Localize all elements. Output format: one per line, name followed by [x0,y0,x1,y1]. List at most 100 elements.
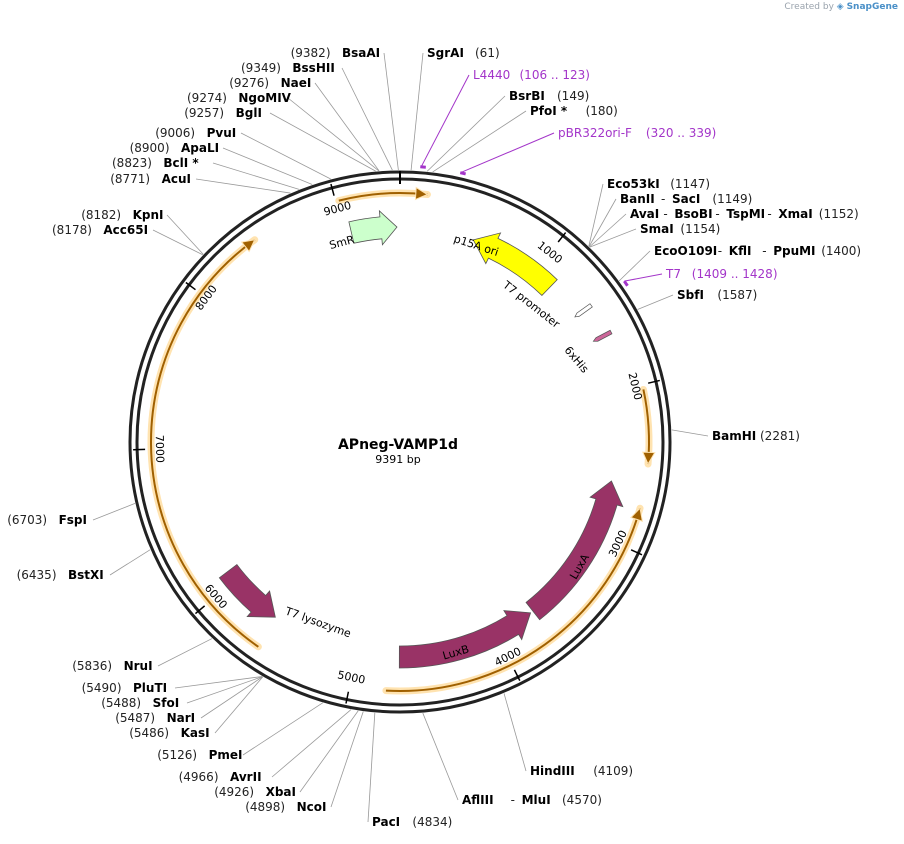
enzyme-site-label: (5490)PluTI [82,681,168,695]
enzyme-site-label: (6703)FspI [7,513,87,527]
enzyme-site-label: SbfI(1587) [677,288,757,302]
enzyme-name: ApaLI [181,141,219,155]
enzyme-site-label: (8182)KpnI [81,208,163,222]
enzyme-name: NaeI [281,76,312,90]
enzyme-position: (4926) [214,785,254,799]
enzyme-leader-line [368,713,375,822]
svg-text:AvaI-BsoBI-TspMI-XmaI(1152): AvaI-BsoBI-TspMI-XmaI(1152) [630,207,859,221]
primer-label: pBR322ori-F(320 .. 339) [558,126,716,140]
feature-label-t7-lysozyme: T7 lysozyme [283,604,353,640]
svg-text:(5836)NruI: (5836)NruI [72,659,152,673]
enzyme-position: (6435) [17,568,57,582]
enzyme-name: PpuMI [773,244,815,258]
primer-position: (106 .. 123) [520,68,590,82]
enzyme-leader-line [672,430,708,436]
enzyme-site-label: EcoO109I-KflI-PpuMI(1400) [654,244,861,258]
svg-text:(4898)NcoI: (4898)NcoI [245,800,326,814]
enzyme-name: BglI [236,106,262,120]
enzyme-name: XmaI [778,207,812,221]
svg-text:(5488)SfoI: (5488) SfoI [101,696,179,710]
enzyme-name: BclI * [163,156,199,170]
enzyme-name: Acc65I [103,223,148,237]
enzyme-leader-line [288,98,379,171]
enzyme-name: AvaI [630,207,659,221]
enzyme-position: (180) [586,104,618,118]
enzyme-site-label: PfoI *(180) [530,104,618,118]
enzyme-leader-line [153,230,203,255]
svg-text:AflIII-MluI(4570): AflIII-MluI(4570) [462,793,602,807]
enzyme-site-label: (5488) SfoI [101,696,179,710]
plasmid-name: APneg-VAMP1d [338,437,458,453]
enzyme-name: AcuI [162,172,191,186]
enzyme-site-label: (5486)KasI [129,726,209,740]
primer-name: L4440 [473,68,510,82]
enzyme-leader-line [158,639,212,666]
enzyme-leader-line [433,111,526,172]
enzyme-site-label: (9382)BsaAI [291,46,381,60]
enzyme-leader-line [243,703,323,755]
enzyme-position: (8771) [110,172,150,186]
enzyme-site-label: (8178)Acc65I [52,223,148,237]
enzyme-name: PluTI [133,681,167,695]
enzyme-position: (4898) [245,800,285,814]
enzyme-name: SgrAI [427,46,464,60]
enzyme-position: (5488) [101,696,141,710]
enzyme-position: (1152) [819,207,859,221]
scale-tick-label: 1000 [535,239,565,267]
enzyme-name: AflIII [462,793,494,807]
enzyme-site-label: (9274)NgoMIV [187,91,292,105]
primer-name: pBR322ori-F [558,126,632,140]
enzyme-name: MluI [522,793,551,807]
enzyme-leader-line [384,53,398,170]
enzyme-leader-line [272,710,351,777]
enzyme-name: SacI [672,192,700,206]
enzyme-name: SfoI [153,696,180,710]
enzyme-site-label: (8771) AcuI [110,172,191,186]
enzyme-leader-line [110,550,150,575]
primer-leader-line [624,274,662,281]
enzyme-position: (2281) [760,429,800,443]
enzyme-position: (9257) [184,106,224,120]
snapgene-credit: Created by ◈ SnapGene [784,2,898,12]
svg-text:(9006)PvuI: (9006)PvuI [155,126,236,140]
enzyme-name: BsaAI [342,46,380,60]
enzyme-position: (5126) [157,748,197,762]
enzyme-position: (4834) [412,815,452,829]
enzyme-position: (8182) [81,208,121,222]
enzyme-leader-line [619,251,650,281]
enzyme-position: (9276) [229,76,269,90]
enzyme-site-label: SgrAI (61) [427,46,500,60]
svg-text:EcoO109I-KflI-PpuMI(1400): EcoO109I-KflI-PpuMI(1400) [654,244,861,258]
enzyme-position: (1400) [821,244,861,258]
primer-binding-mark [624,281,627,286]
enzyme-position: (1149) [712,192,752,206]
feature-label-6xhis: 6xHis [562,344,592,376]
svg-text:(9274)NgoMIV: (9274)NgoMIV [187,91,292,105]
enzyme-position: (6703) [7,513,47,527]
scale-tick-label: 2000 [625,371,644,401]
svg-text:(6703)FspI: (6703)FspI [7,513,87,527]
enzyme-leader-line [213,163,299,189]
enzyme-name: PvuI [207,126,237,140]
primer-label: T7(1409 .. 1428) [665,267,778,281]
svg-text:(8771)AcuI: (8771) AcuI [110,172,191,186]
svg-text:BanII-SacI(1149): BanII-SacI(1149) [620,192,752,206]
enzyme-name: TspMI [726,207,765,221]
enzyme-site-label: (9276) NaeI [229,76,311,90]
enzyme-position: (61) [475,46,500,60]
primer-label: L4440 (106 .. 123) [473,68,590,82]
enzyme-leader-line [196,179,290,193]
scale-tick [331,184,334,196]
svg-text:BsrBI(149): BsrBI(149) [509,89,589,103]
enzyme-name: BamHI [712,429,756,443]
enzyme-site-label: SmaI(1154) [640,222,720,236]
plasmid-length: 9391 bp [375,453,420,466]
enzyme-name: EcoO109I [654,244,717,258]
svg-text:PacI(4834): PacI(4834) [372,815,452,829]
svg-text:SbfI(1587): SbfI(1587) [677,288,757,302]
svg-text:(8182)KpnI: (8182)KpnI [81,208,163,222]
scale-tick-label: 5000 [336,668,366,686]
svg-text:HindIII(4109): HindIII(4109) [530,764,633,778]
enzyme-position: (4109) [593,764,633,778]
